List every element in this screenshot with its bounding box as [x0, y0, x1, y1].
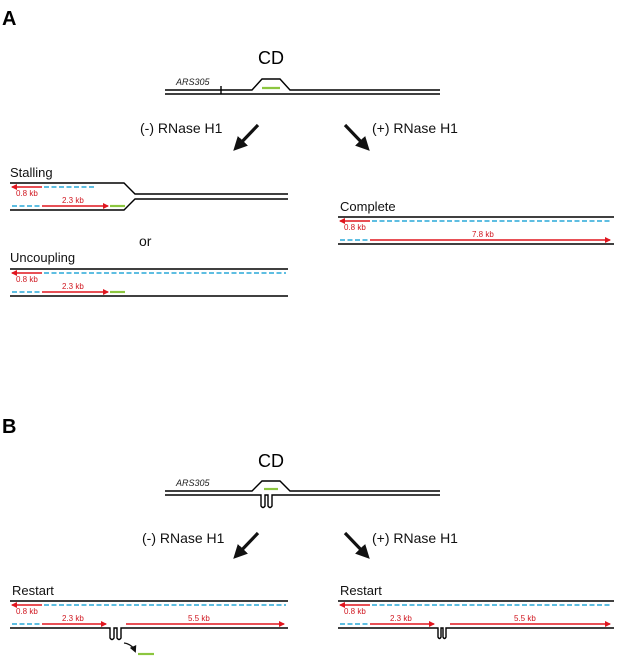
restart-left-intermediate: Restart 0.8 kb 2.3 kb 5.5 kb: [10, 583, 288, 656]
restart-right-kb-23: 2.3 kb: [390, 614, 412, 623]
restart-left-release-arrow: [123, 642, 137, 653]
panel-b-minus-arrow: [233, 531, 260, 559]
uncoupling-kb-08: 0.8 kb: [16, 275, 38, 284]
ars305-label: ARS305: [175, 77, 211, 87]
uncoupling-kb-23: 2.3 kb: [62, 282, 84, 291]
stalling-bottom-strand: [10, 198, 288, 211]
panel-a-template: ARS305: [165, 77, 440, 95]
b-template-g4-structure: [258, 494, 276, 509]
stalling-top-strand: [10, 182, 288, 195]
stalling-kb-08: 0.8 kb: [16, 189, 38, 198]
panel-b-minus-label: (-) RNase H1: [142, 530, 225, 546]
panel-b: B CD ARS305 (-) RNase H1 (+) RNase H1 Re…: [2, 416, 614, 656]
panel-a: A CD ARS305 (-) RNase H1 (+) RNase H1 St…: [2, 8, 614, 297]
uncoupling-intermediate: Uncoupling 0.8 kb 2.3 kb: [10, 250, 288, 297]
restart-left-label: Restart: [12, 583, 54, 598]
restart-right-intermediate: Restart 0.8 kb 2.3 kb 5.5 kb: [338, 583, 614, 640]
panel-b-plus-arrow: [343, 531, 370, 559]
stalling-label: Stalling: [10, 165, 53, 180]
restart-left-kb-08: 0.8 kb: [16, 607, 38, 616]
restart-left-kb-55: 5.5 kb: [188, 614, 210, 623]
complete-label: Complete: [340, 199, 396, 214]
complete-kb-78: 7.8 kb: [472, 230, 494, 239]
panel-b-plus-label: (+) RNase H1: [372, 530, 458, 546]
panel-a-letter: A: [2, 8, 16, 30]
restart-left-g4-structure: [108, 627, 124, 641]
panel-a-minus-arrow: [233, 123, 260, 151]
restart-right-label: Restart: [340, 583, 382, 598]
uncoupling-label: Uncoupling: [10, 250, 75, 265]
or-label: or: [139, 233, 152, 249]
complete-intermediate: Complete 0.8 kb 7.8 kb: [338, 199, 614, 245]
panel-a-plus-label: (+) RNase H1: [372, 120, 458, 136]
restart-right-kb-55: 5.5 kb: [514, 614, 536, 623]
complete-kb-08: 0.8 kb: [344, 223, 366, 232]
restart-right-kb-08: 0.8 kb: [344, 607, 366, 616]
panel-b-template: ARS305: [165, 478, 440, 509]
b-template-top-strand: [165, 480, 440, 492]
panel-a-minus-label: (-) RNase H1: [140, 120, 223, 136]
panel-b-letter: B: [2, 416, 16, 438]
restart-left-kb-23: 2.3 kb: [62, 614, 84, 623]
panel-a-plus-arrow: [343, 123, 370, 151]
template-top-strand: [165, 78, 440, 91]
b-ars305-label: ARS305: [175, 478, 211, 488]
panel-a-cd-label: CD: [258, 48, 284, 68]
stalling-intermediate: Stalling 0.8 kb 2.3 kb: [10, 165, 288, 211]
stalling-kb-23: 2.3 kb: [62, 196, 84, 205]
restart-right-g4-structure: [436, 627, 448, 640]
panel-b-cd-label: CD: [258, 451, 284, 471]
